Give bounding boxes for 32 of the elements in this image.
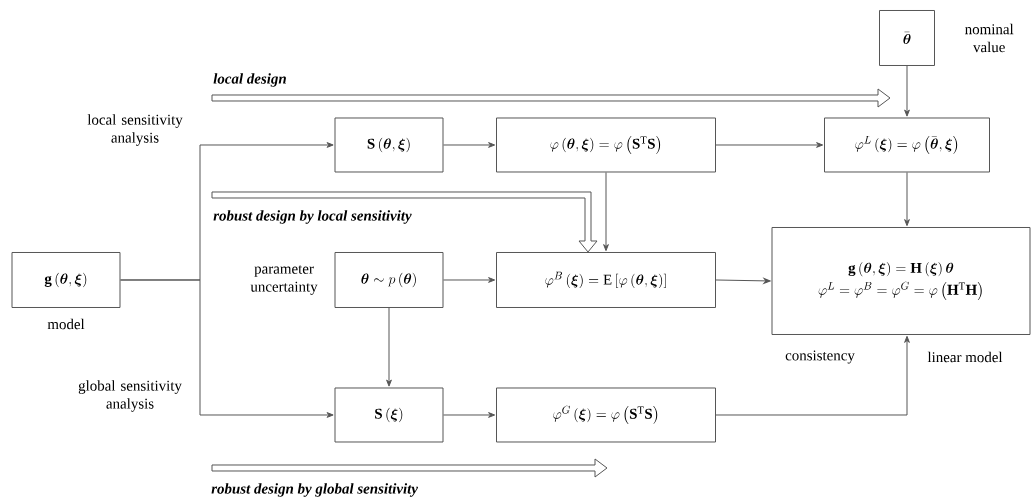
arrow [715,335,910,416]
formula-box: $\varphi\left(\boldsymbol{\theta},\boldsymbol{\xi}\right)=\varphi\left(\mathbf{S}^{\mathrm{T}}\mathbf{S}\right)$ [496,117,716,173]
arrow [120,279,334,418]
arrow [386,307,392,387]
arrow [443,277,496,283]
annotation: local design [213,73,286,87]
node-caption: nominal value [965,23,1014,53]
formula-box: $\varphi^{L}\left(\boldsymbol{\xi}\right)=\varphi\left(\bar{\boldsymbol{\theta}},\boldsymbol{\xi}\right)$ [824,117,990,173]
annotation: local sensitivity analysis [87,114,183,146]
formula-box: $\mathbf{S}\left(\boldsymbol{\theta},\boldsymbol{\xi}\right)$ [334,117,444,173]
formula-box: $\mathbf{S}\left(\boldsymbol{\xi}\right)$ [334,387,444,443]
hollow-arrow [211,191,598,253]
annotation: global sensitivity analysis [78,380,182,412]
formula-box: $\varphi^{G}\left(\boldsymbol{\xi}\right)=\varphi\left(\mathbf{S}^{\mathrm{T}}\mathbf{S}\right)$ [496,387,716,443]
edge-label: robust design by local sensitivity [212,209,413,225]
annotation: consistency [785,350,855,364]
formula-box: $\mathbf{g}\left(\boldsymbol{\theta},\boldsymbol{\xi}\right)$ [11,252,121,308]
arrow [443,142,496,148]
node-caption: model [47,318,85,330]
node-caption: parameter uncertainty [250,265,318,295]
arrow [715,278,771,284]
annotation: robust design by global sensitivity [211,483,418,497]
arrow [603,172,609,252]
formula-box: $\varphi^{B}\left(\boldsymbol{\xi}\right)=\mathrm{E}\left[\varphi\left(\boldsymbol{\theta},\boldsymbol{\xi}\right)\right]$ [496,252,716,308]
formula-box: $\mathbf{g}\left(\boldsymbol{\theta},\boldsymbol{\xi}\right)=\mathbf{H}\left(\boldsymbol{\xi}\right)\boldsymbol{\theta}$ $\varphi^{L}=\varphi^{B}=\varphi^{G}=\varphi\left(\mathbf{H}^{\mathrm{T}}\mathbf{H}\right)$ [771,227,1031,335]
arrow [443,412,496,418]
formula-box: $\boldsymbol{\theta}\sim p\left(\boldsymbol{\theta}\right)$ [334,252,444,308]
annotation: linear model [927,351,1003,363]
arrow [904,65,910,117]
arrow [715,142,824,148]
formula-box: $\bar{\boldsymbol{\theta}}$ [879,10,935,66]
arrow [904,172,910,227]
